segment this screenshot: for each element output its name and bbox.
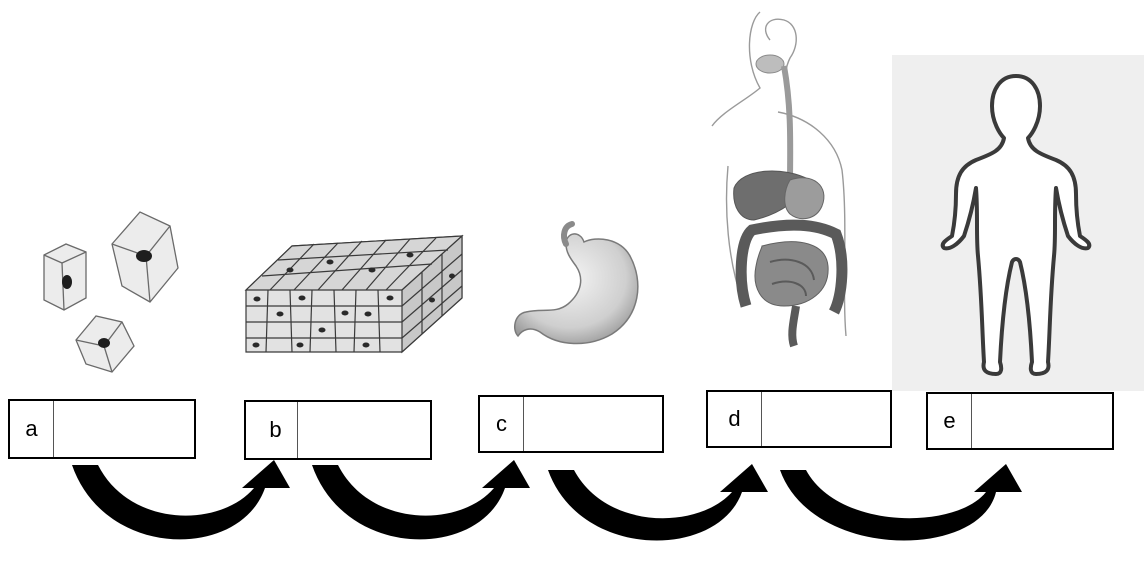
label-box-c[interactable]: c (478, 395, 664, 453)
human-body-icon (943, 76, 1090, 374)
flow-arrows (72, 460, 1022, 541)
label-letter-a: a (10, 401, 54, 457)
stomach-organ-icon (515, 224, 638, 344)
label-letter-d: d (708, 392, 762, 446)
arrow-a-to-b (72, 460, 290, 539)
label-box-e[interactable]: e (926, 392, 1114, 450)
digestive-system-icon (712, 12, 846, 346)
arrow-d-to-e (780, 464, 1022, 541)
label-letter-e: e (928, 394, 972, 448)
arrow-c-to-d (548, 464, 768, 541)
label-letter-b: b (254, 402, 298, 458)
arrow-b-to-c (312, 460, 530, 539)
cells-icon (44, 212, 178, 372)
tissue-icon (246, 236, 462, 352)
label-box-d[interactable]: d (706, 390, 892, 448)
label-box-a[interactable]: a (8, 399, 196, 459)
label-box-b[interactable]: b (244, 400, 432, 460)
label-letter-c: c (480, 397, 524, 451)
